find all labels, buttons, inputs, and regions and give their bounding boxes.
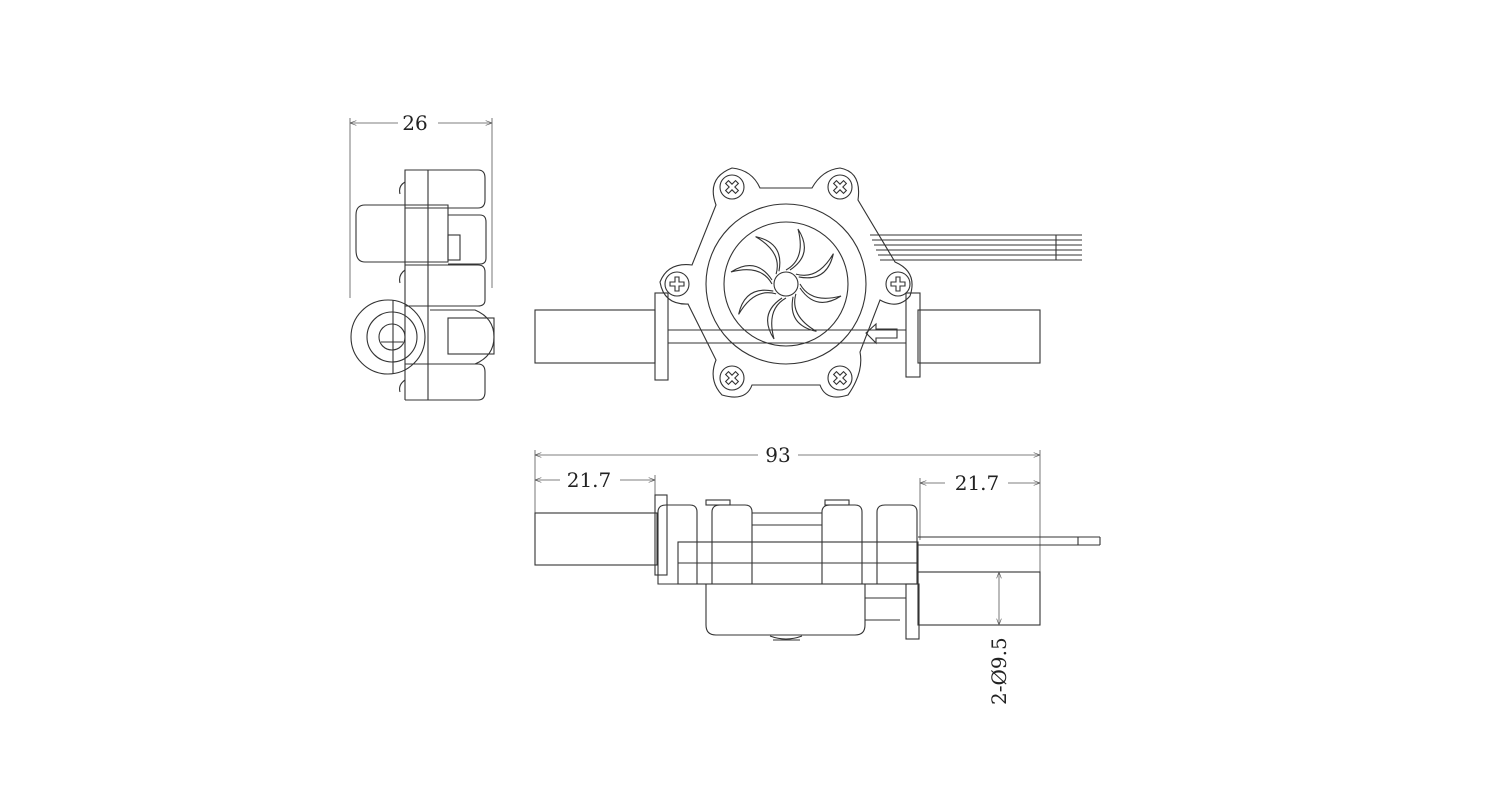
impeller-blade [791, 293, 817, 332]
dim-left-pipe: 21.7 [567, 468, 612, 492]
flow-arrow-icon [865, 322, 898, 345]
impeller-blade [795, 253, 834, 279]
impeller-icon [730, 228, 842, 340]
dim-pipe-diameter: 2-Ø9.5 [987, 637, 1011, 705]
impeller-blade [730, 265, 773, 285]
bottom-view: 93 21.7 21.7 2-Ø9.5 [534, 443, 1101, 705]
screw-icons [664, 174, 911, 391]
front-view [534, 167, 1082, 398]
impeller-blade [738, 289, 777, 315]
dim-overall-length: 93 [765, 443, 790, 467]
wires [870, 234, 1082, 261]
dim-side-width: 26 [402, 111, 427, 135]
side-view: 26 [349, 111, 495, 401]
impeller-blade [785, 228, 805, 271]
impeller-blade [799, 283, 842, 303]
impeller-blade [767, 297, 787, 340]
impeller-blade [755, 236, 781, 275]
dim-right-pipe: 21.7 [955, 471, 1000, 495]
